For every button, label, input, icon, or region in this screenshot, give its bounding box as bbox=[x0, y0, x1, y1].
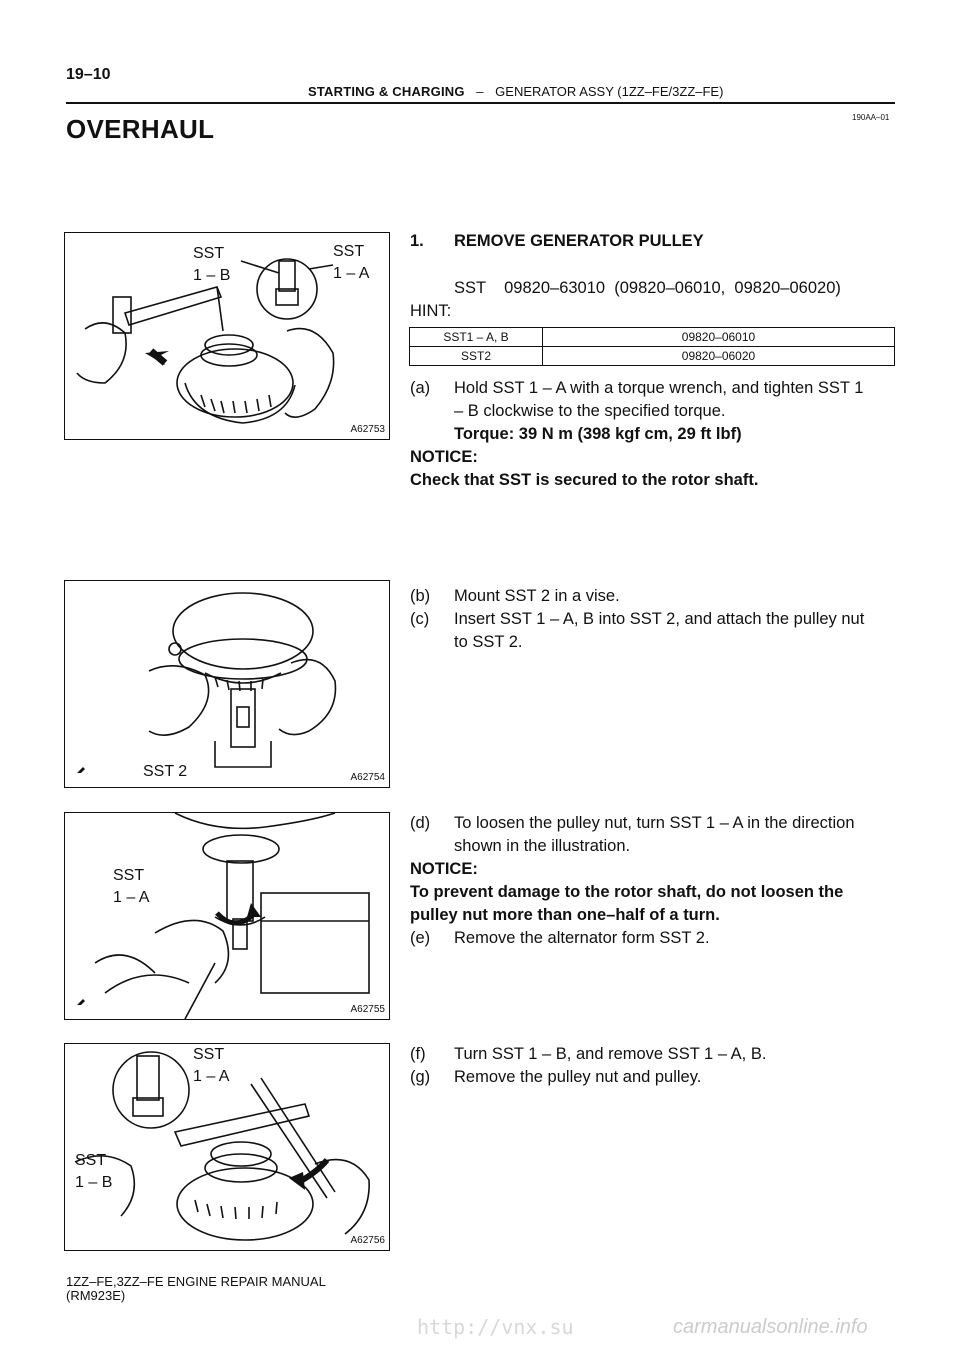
figure-1: SST 1 – B SST 1 – A A62753 bbox=[64, 232, 390, 440]
section-title: STARTING & CHARGING bbox=[308, 84, 465, 99]
table-cell: SST2 bbox=[409, 346, 543, 366]
figure-1-illustration bbox=[76, 258, 335, 424]
figure-3-code: A62755 bbox=[350, 1004, 385, 1015]
step-b: (b) Mount SST 2 in a vise. bbox=[410, 585, 620, 608]
step-a-text-cont: – B clockwise to the specified torque. bbox=[454, 402, 726, 420]
notice-2-text-cont: pulley nut more than one–half of a turn. bbox=[410, 906, 720, 924]
figure-1-label-sst-1a: SST 1 – A bbox=[333, 243, 370, 282]
figure-4-code: A62756 bbox=[350, 1235, 385, 1246]
footer-manual-title: 1ZZ–FE,3ZZ–FE ENGINE REPAIR MANUAL bbox=[66, 1274, 326, 1289]
watermark-site: carmanualsonline.info bbox=[673, 1316, 868, 1338]
step-a-text: Hold SST 1 – A with a torque wrench, and… bbox=[454, 379, 864, 397]
figure-2-illustration bbox=[77, 592, 337, 773]
figure-2-code: A62754 bbox=[350, 772, 385, 783]
figure-1-label-sst-1b: SST 1 – B bbox=[193, 245, 231, 284]
step-a-number: (a) bbox=[410, 379, 431, 397]
reference-code: 190AA–01 bbox=[852, 113, 890, 122]
step-g: (g) Remove the pulley nut and pulley. bbox=[410, 1066, 701, 1089]
step-d: (d) To loosen the pulley nut, turn SST 1 … bbox=[410, 812, 900, 858]
step-c-number: (c) bbox=[410, 610, 430, 628]
step-e-text: Remove the alternator form SST 2. bbox=[454, 929, 710, 947]
watermark-link[interactable]: http://vnx.su bbox=[417, 1315, 574, 1339]
step-e-number: (e) bbox=[410, 929, 431, 947]
step-1-title: REMOVE GENERATOR PULLEY bbox=[454, 232, 704, 250]
step-a: (a) Hold SST 1 – A with a torque wrench, … bbox=[410, 377, 900, 446]
header-rule bbox=[66, 102, 895, 104]
footer: 1ZZ–FE,3ZZ–FE ENGINE REPAIR MANUAL (RM92… bbox=[66, 1275, 326, 1303]
hint-label: HINT: bbox=[410, 302, 452, 320]
figure-4-label-sst-1a: SST 1 – A bbox=[193, 1046, 230, 1085]
footer-manual-code: (RM923E) bbox=[66, 1288, 126, 1303]
running-header: STARTING & CHARGING – GENERATOR ASSY (1Z… bbox=[308, 84, 723, 99]
notice-2-label: NOTICE: bbox=[410, 860, 478, 878]
step-f-number: (f) bbox=[410, 1045, 426, 1063]
table-cell: 09820–06010 bbox=[542, 327, 895, 347]
figure-2-label-sst-2: SST 2 bbox=[143, 763, 188, 780]
page-number: 19–10 bbox=[66, 66, 111, 83]
notice-1-text: Check that SST is secured to the rotor s… bbox=[410, 471, 759, 489]
table-row: SST2 09820–06020 bbox=[409, 346, 895, 366]
torque-spec: Torque: 39 N m (398 kgf cm, 29 ft lbf) bbox=[454, 425, 742, 443]
hint-table: SST1 – A, B 09820–06010 SST2 09820–06020 bbox=[409, 327, 895, 366]
figure-4-illustration bbox=[74, 1051, 370, 1241]
header-separator: – bbox=[476, 84, 484, 99]
step-g-number: (g) bbox=[410, 1068, 431, 1086]
step-d-number: (d) bbox=[410, 814, 431, 832]
sst-part-numbers: SST 09820–63010 (09820–06010, 09820–0602… bbox=[454, 279, 841, 297]
step-g-text: Remove the pulley nut and pulley. bbox=[454, 1068, 702, 1086]
page-title: OVERHAUL bbox=[66, 114, 215, 144]
figure-4: SST 1 – A SST 1 – B A62756 bbox=[64, 1043, 390, 1251]
step-b-text: Mount SST 2 in a vise. bbox=[454, 587, 620, 605]
step-c: (c) Insert SST 1 – A, B into SST 2, and a… bbox=[410, 608, 900, 654]
table-cell: 09820–06020 bbox=[542, 346, 895, 366]
figure-3-illustration bbox=[77, 813, 370, 1019]
figure-3-label-sst-1a: SST 1 – A bbox=[113, 867, 150, 906]
step-b-number: (b) bbox=[410, 587, 431, 605]
step-c-text: Insert SST 1 – A, B into SST 2, and atta… bbox=[454, 610, 865, 628]
notice-1-label: NOTICE: bbox=[410, 448, 478, 466]
step-1-heading: 1. REMOVE GENERATOR PULLEY bbox=[410, 230, 704, 253]
table-row: SST1 – A, B 09820–06010 bbox=[409, 327, 895, 347]
table-cell: SST1 – A, B bbox=[409, 327, 543, 347]
step-f-text: Turn SST 1 – B, and remove SST 1 – A, B. bbox=[454, 1045, 767, 1063]
figure-2: SST 2 A62754 bbox=[64, 580, 390, 788]
step-e: (e) Remove the alternator form SST 2. bbox=[410, 927, 710, 950]
step-d-text-cont: shown in the illustration. bbox=[454, 837, 631, 855]
step-c-text-cont: to SST 2. bbox=[454, 633, 523, 651]
step-f: (f) Turn SST 1 – B, and remove SST 1 – A,… bbox=[410, 1043, 766, 1066]
step-d-text: To loosen the pulley nut, turn SST 1 – A… bbox=[454, 814, 855, 832]
step-1-number: 1. bbox=[410, 232, 424, 250]
subsection-title: GENERATOR ASSY (1ZZ–FE/3ZZ–FE) bbox=[495, 84, 724, 99]
notice-2-text: To prevent damage to the rotor shaft, do… bbox=[410, 883, 844, 901]
figure-3: SST 1 – A A62755 bbox=[64, 812, 390, 1020]
figure-4-label-sst-1b: SST 1 – B bbox=[75, 1152, 113, 1191]
figure-1-code: A62753 bbox=[350, 424, 385, 435]
